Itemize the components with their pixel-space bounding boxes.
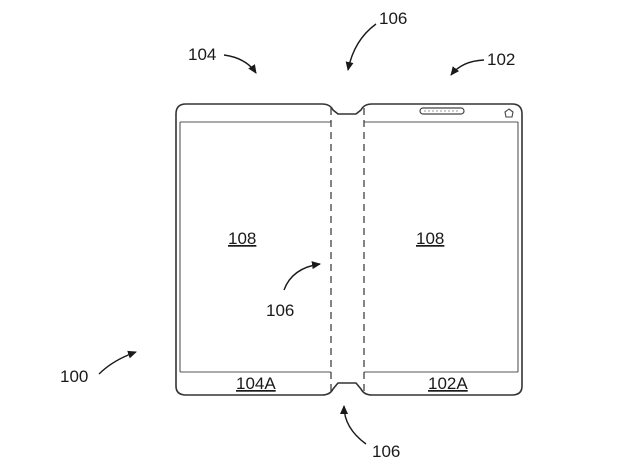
arrow-106-bottom (340, 405, 367, 445)
label-104A: 104A (236, 374, 276, 393)
label-108-right: 108 (416, 229, 444, 248)
device-outline (175, 103, 523, 396)
arrow-106-middle (283, 261, 321, 291)
label-100: 100 (60, 367, 88, 386)
label-106-middle: 106 (266, 301, 294, 320)
label-108-left: 108 (228, 229, 256, 248)
arrow-104 (223, 54, 257, 74)
label-106-bottom: 106 (372, 442, 400, 461)
arrow-106-top (345, 23, 377, 71)
label-104: 104 (188, 45, 216, 64)
label-106-top: 106 (379, 9, 407, 28)
arrow-102 (450, 59, 485, 76)
arrow-100 (98, 350, 137, 375)
speaker-slot (419, 107, 465, 115)
label-102: 102 (487, 50, 515, 69)
camera-sensor-icon (504, 108, 514, 118)
label-102A: 102A (428, 374, 468, 393)
